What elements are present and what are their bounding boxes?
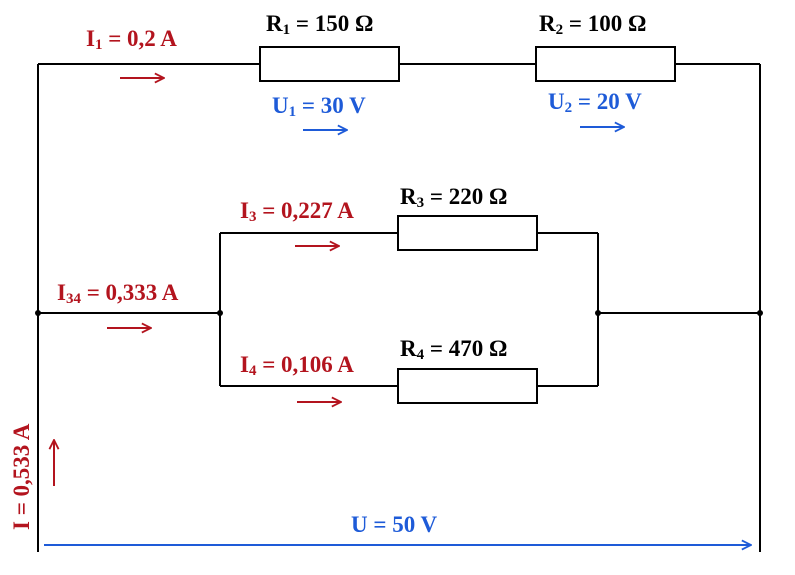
junction-node-branch-left: [217, 310, 223, 316]
r1-label: R1 = 150 Ω: [266, 11, 373, 38]
resistor-r2: [535, 46, 676, 82]
u1-label: U1 = 30 V: [272, 93, 366, 120]
r4-label: R4 = 470 Ω: [400, 336, 507, 363]
resistor-r4: [397, 368, 538, 404]
i1-label: I1 = 0,2 A: [86, 26, 177, 53]
junction-node-branch-right: [595, 310, 601, 316]
i-total-label: I = 0,533 A: [9, 423, 34, 530]
r2-label: R2 = 100 Ω: [539, 11, 646, 38]
wires: [37, 63, 761, 552]
resistor-r1: [259, 46, 400, 82]
u-total-label: U = 50 V: [351, 512, 438, 537]
i3-label: I3 = 0,227 A: [240, 198, 354, 225]
u2-label: U2 = 20 V: [548, 89, 642, 116]
resistor-r3: [397, 215, 538, 251]
i4-label: I4 = 0,106 A: [240, 352, 354, 379]
i34-label: I34 = 0,333 A: [57, 280, 179, 307]
junction-node-left: [35, 310, 41, 316]
junction-node-right: [757, 310, 763, 316]
r3-label: R3 = 220 Ω: [400, 184, 507, 211]
